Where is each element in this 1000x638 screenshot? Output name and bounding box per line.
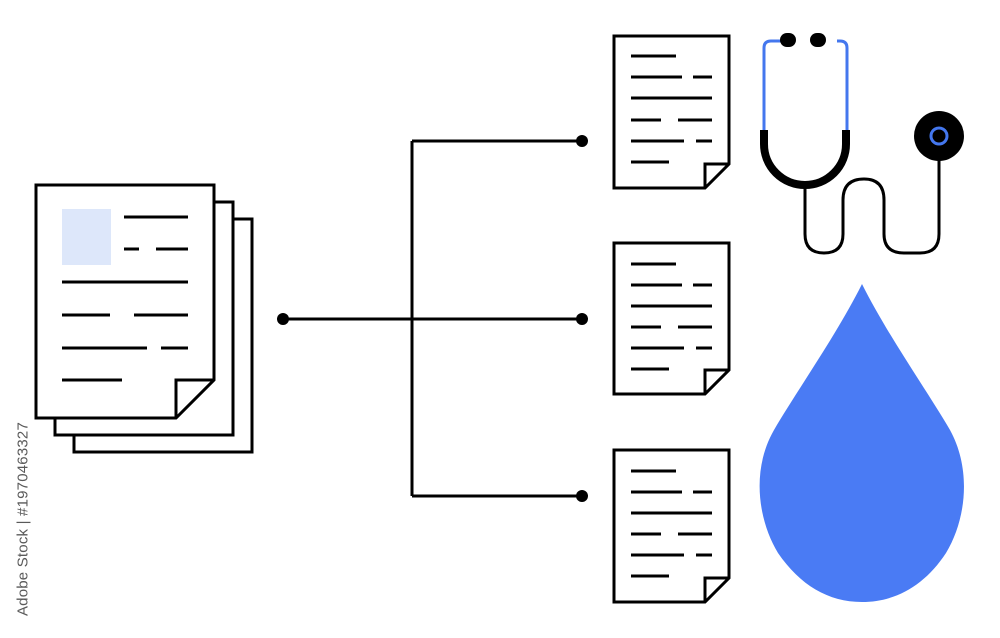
text-lines [62, 215, 188, 382]
document-text-lines [631, 54, 712, 164]
document-icon-top [612, 34, 731, 190]
document-page [612, 34, 731, 190]
image-placeholder [62, 209, 111, 265]
connector-node-start [277, 313, 289, 325]
stethoscope-earpiece-tubes [762, 39, 849, 134]
document-stack-icon [34, 183, 254, 454]
stethoscope-diaphragm [929, 126, 949, 146]
document-page [612, 448, 731, 604]
connector-node-bottom [576, 490, 588, 502]
stethoscope-chestpiece [914, 111, 964, 161]
document-fold [703, 576, 729, 602]
document-icon-bottom [612, 448, 731, 604]
stethoscope-binaural-arc [760, 130, 850, 189]
stethoscope-earpiece-left [780, 33, 796, 47]
stethoscope-icon [760, 33, 964, 255]
connector-tree [283, 139, 582, 498]
stethoscope-earpiece-right [810, 33, 826, 47]
document-fold [703, 368, 729, 394]
connector-node-top [576, 135, 588, 147]
stock-id-watermark: Adobe Stock | #1970463327 [14, 421, 32, 617]
page-fold-corner [174, 378, 214, 418]
document-page [612, 241, 731, 396]
document-text-lines [631, 262, 712, 371]
stethoscope-tubing [803, 155, 941, 255]
connector-node-middle [576, 313, 588, 325]
document-icon-middle [612, 241, 731, 396]
document-text-lines [631, 469, 712, 578]
document-fold [703, 162, 729, 188]
water-drop-icon [759, 284, 964, 602]
connector-nodes [277, 135, 588, 502]
